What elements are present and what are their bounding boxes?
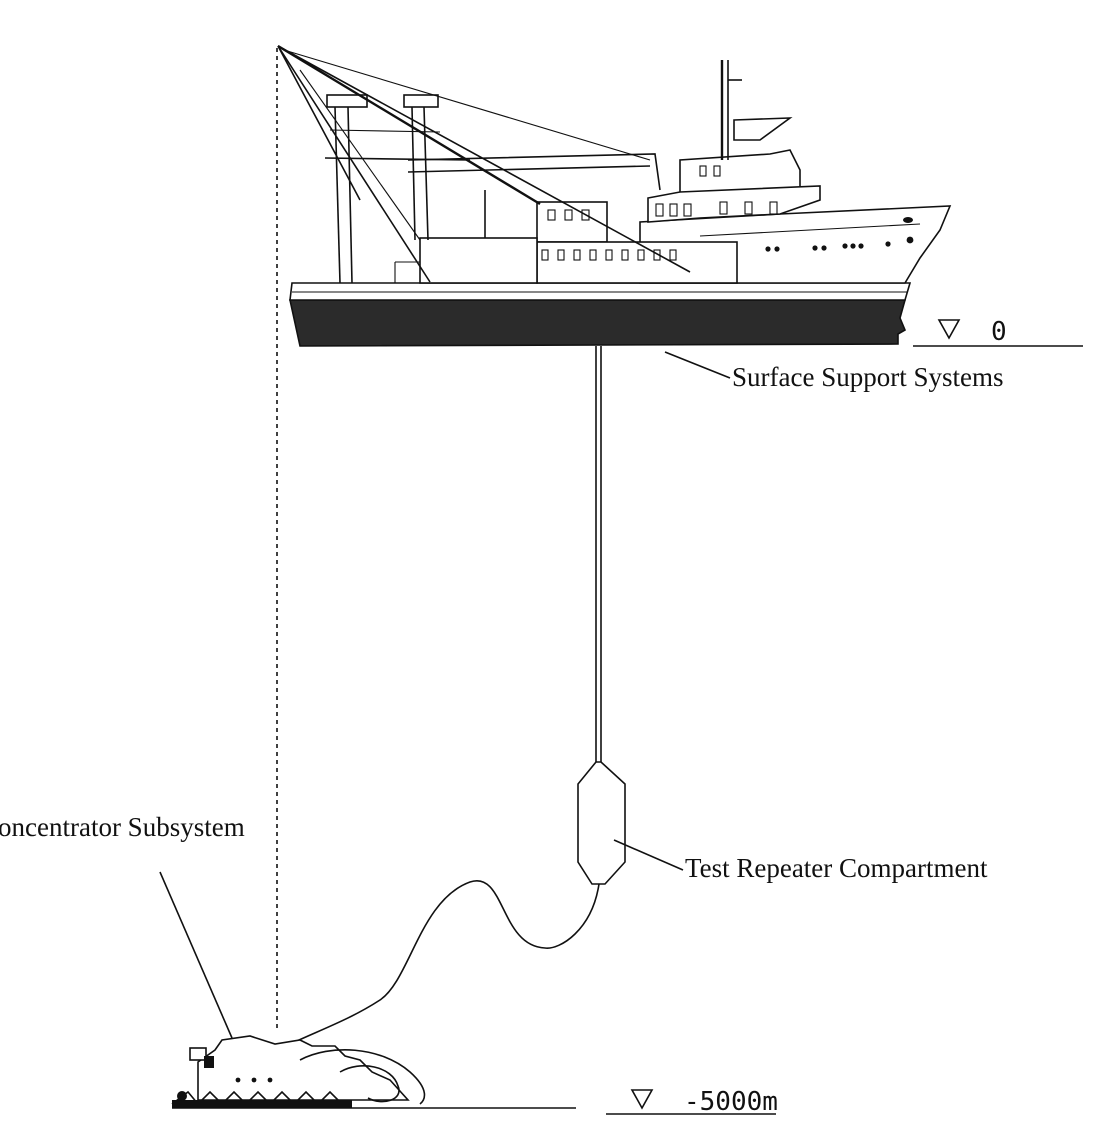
seabed-depth-label: -5000m bbox=[684, 1087, 778, 1117]
ship bbox=[277, 44, 952, 347]
test-repeater-compartment-label: Test Repeater Compartment bbox=[685, 853, 988, 883]
seabed-level-icon bbox=[630, 1089, 654, 1110]
repeater-leader-line bbox=[613, 839, 684, 871]
surface-support-systems-label: Surface Support Systems bbox=[732, 362, 1003, 392]
surface-waterline bbox=[913, 319, 1083, 347]
repeater-compartment bbox=[577, 761, 626, 885]
collector-vehicle bbox=[171, 1035, 426, 1108]
surface-depth-label: 0 bbox=[991, 317, 1007, 347]
ship-hull bbox=[289, 299, 907, 347]
concentrator-subsystem-label: oncentrator Subsystem bbox=[0, 812, 245, 842]
cargo-box bbox=[419, 237, 538, 284]
flexible-hose bbox=[259, 879, 600, 1061]
concentrator-leader-line bbox=[159, 871, 233, 1039]
seabed-line bbox=[172, 1089, 776, 1115]
surface-level-icon bbox=[937, 319, 961, 340]
deckhouse bbox=[536, 201, 608, 243]
riser-pipe bbox=[595, 346, 602, 762]
ship-mast bbox=[720, 60, 793, 160]
crane-boom bbox=[277, 44, 691, 283]
surface-leader-line bbox=[664, 351, 731, 379]
portholes bbox=[765, 217, 914, 252]
